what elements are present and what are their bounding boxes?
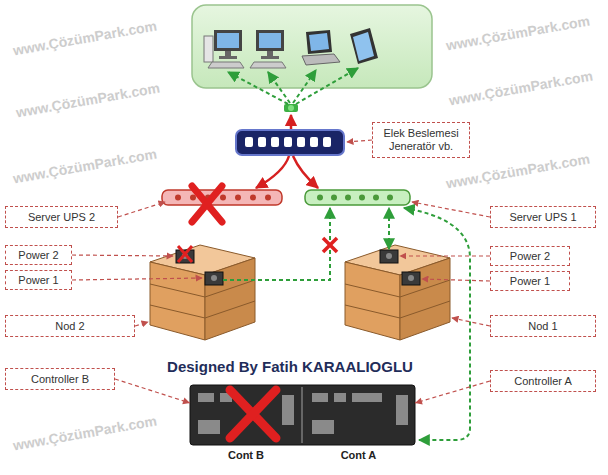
controller-unit: Cont B [190, 385, 302, 462]
watermark: www.ÇözümPark.com [15, 79, 161, 120]
label-text: Power 1 [18, 274, 58, 286]
label-box: Controller A [490, 370, 596, 392]
arrow-head [182, 398, 190, 405]
watermark: www.ÇözümPark.com [12, 145, 158, 186]
label-box: Power 1 [5, 270, 72, 290]
watermark: www.ÇözümPark.com [448, 67, 594, 108]
label-text: Nod 2 [55, 320, 84, 332]
label-box: Controller B [5, 368, 115, 390]
leader-arrow [115, 379, 190, 403]
label-text: Elek Beslemesi Jeneratör vb. [380, 127, 462, 153]
arrow-head [415, 398, 423, 405]
label-box: Server UPS 1 [490, 206, 596, 228]
watermark: www.ÇözümPark.com [445, 12, 591, 53]
label-text: Nod 1 [528, 320, 557, 332]
label-box: Nod 1 [490, 315, 596, 337]
label-box: Power 1 [490, 271, 570, 291]
label-text: Power 1 [510, 275, 550, 287]
watermark: www.ÇözümPark.com [12, 17, 158, 58]
label-text: Power 2 [18, 249, 58, 261]
label-text: Server UPS 2 [28, 211, 95, 223]
label-box: Power 2 [490, 246, 570, 266]
label-text: Controller B [31, 373, 89, 385]
label-box: Server UPS 2 [5, 206, 118, 228]
label-box: Power 2 [5, 245, 72, 265]
label-text: Server UPS 1 [509, 211, 576, 223]
label-text: Power 2 [510, 250, 550, 262]
label-box: Nod 2 [5, 315, 135, 337]
watermark: www.ÇözümPark.com [12, 412, 158, 453]
label-text: Controller A [514, 375, 571, 387]
unit-label: Cont A [341, 449, 377, 461]
note-box: Elek Beslemesi Jeneratör vb. [372, 122, 470, 158]
controller-unit: Cont A [302, 385, 415, 462]
designer-credit: Designed By Fatih KARAALIOGLU [167, 358, 413, 375]
leader-arrow [415, 381, 490, 403]
unit-label: Cont B [228, 449, 264, 461]
